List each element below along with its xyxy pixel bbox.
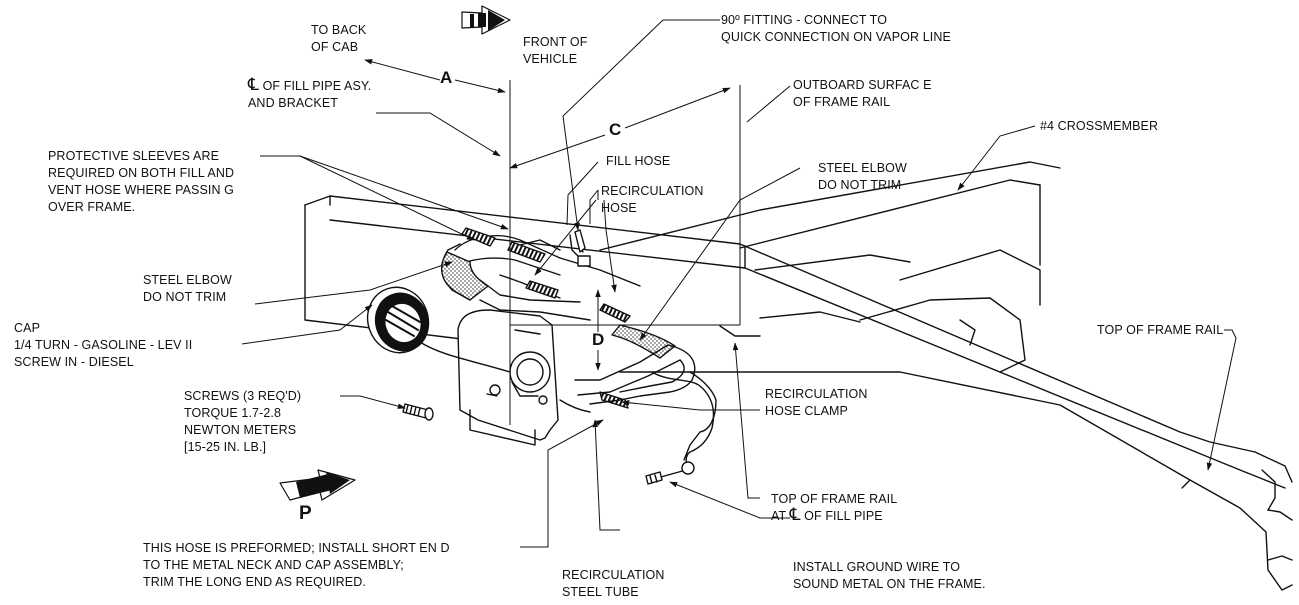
outboard-surface-label: OUTBOARD SURFAC E OF FRAME RAIL (793, 78, 932, 109)
ground-wire (645, 371, 715, 485)
fill-hose-label: FILL HOSE (606, 154, 671, 168)
at-suffix: OF FILL PIPE (800, 509, 883, 523)
view-p-arrow (279, 469, 356, 501)
protective-sleeves-label: PROTECTIVE SLEEVES ARE REQUIRED ON BOTH … (48, 149, 235, 214)
front-direction-arrow (461, 5, 511, 35)
at-prefix: AT (771, 509, 790, 523)
dimension-d: D (592, 330, 605, 349)
fill-neck-bracket (457, 309, 559, 446)
view-p-label: P (299, 503, 312, 524)
centerline-symbol: ℄ (248, 75, 260, 94)
ground-wire-label: INSTALL GROUND WIRE TO SOUND METAL ON TH… (793, 560, 986, 591)
centerline-symbol-2: ℄ (789, 505, 801, 524)
steel-elbow-right-label: STEEL ELBOW DO NOT TRIM (818, 161, 907, 192)
cap-label: CAP 1/4 TURN - GASOLINE - LEV II SCREW I… (14, 321, 193, 369)
fitting-90-label: 90º FITTING - CONNECT TO QUICK CONNECTIO… (721, 13, 951, 44)
preformed-hose-label: THIS HOSE IS PREFORMED; INSTALL SHORT EN… (143, 541, 450, 589)
top-frame-rail-text: TOP OF FRAME RAIL (771, 492, 898, 506)
screw-drawing (402, 403, 434, 421)
cl-fill-pipe-label: ℄ OF FILL PIPE ASY. AND BRACKET (248, 75, 372, 112)
dimension-c: C (609, 120, 622, 139)
recirculation-steel-tube-label: RECIRCULATION STEEL TUBE (562, 568, 665, 599)
top-of-frame-rail-label: TOP OF FRAME RAIL (1097, 323, 1224, 337)
recirculation-tube (559, 344, 717, 461)
crossmember-label: #4 CROSSMEMBER (1040, 119, 1159, 133)
steel-elbow-left-label: STEEL ELBOW DO NOT TRIM (143, 273, 232, 304)
recirculation-hose-clamp-label: RECIRCULATION HOSE CLAMP (765, 387, 868, 418)
screws-label: SCREWS (3 REQ'D) TORQUE 1.7-2.8 NEWTON M… (184, 389, 302, 454)
crossmember (599, 161, 1061, 373)
cl-fill-pipe-text: OF FILL PIPE ASY. AND BRACKET (248, 79, 372, 110)
to-back-of-cab-label: TO BACK OF CAB (311, 23, 367, 54)
front-of-vehicle-label: FRONT OF VEHICLE (523, 35, 588, 66)
recirculation-hose-label: RECIRCULATION HOSE (601, 184, 704, 215)
top-of-frame-rail-at-label: TOP OF FRAME RAIL AT ℄ OF FILL PIPE (771, 491, 897, 525)
dimension-a: A (440, 68, 453, 87)
fuel-cap-drawing (366, 286, 511, 373)
